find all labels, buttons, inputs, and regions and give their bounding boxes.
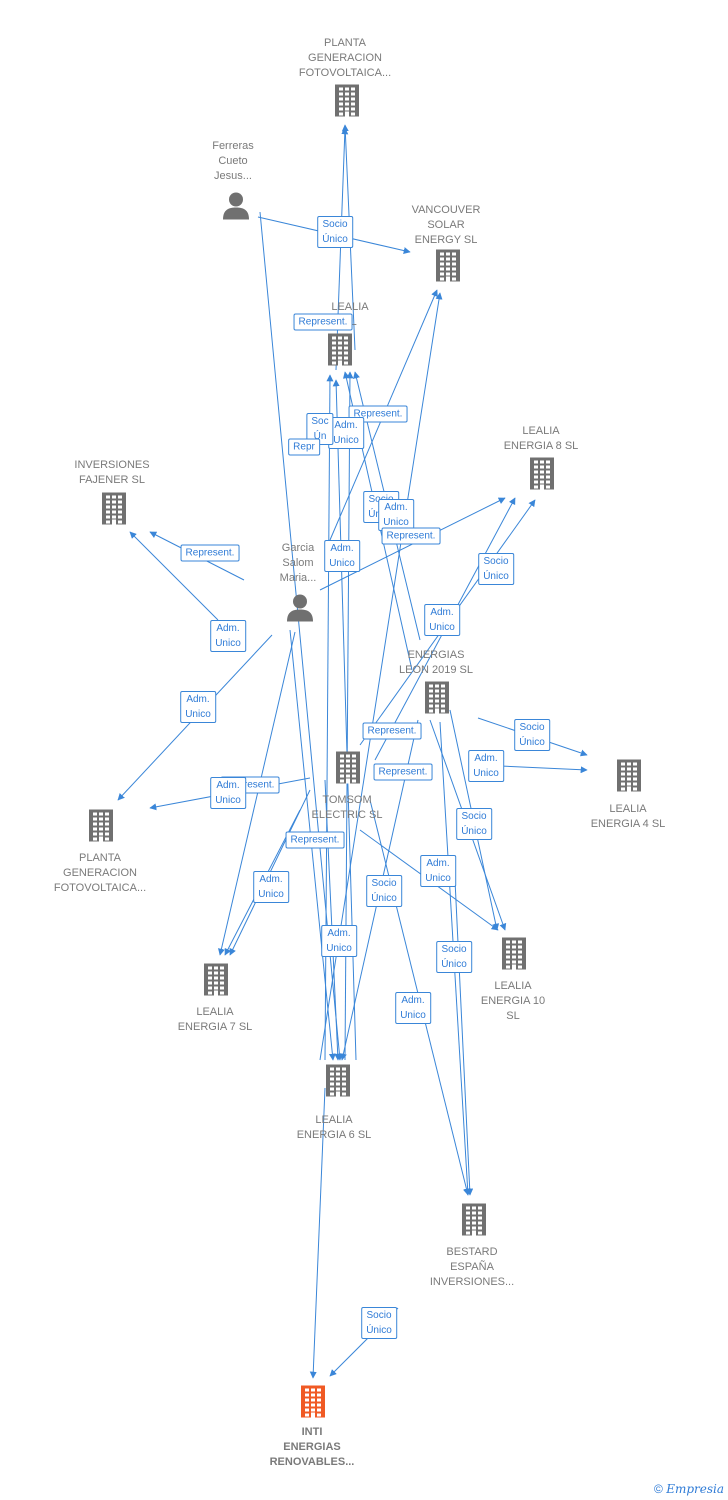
company-building-icon[interactable] <box>459 1203 489 1242</box>
relationship-edge <box>324 374 334 1061</box>
node-label[interactable]: TOMSOM ELECTRIC SL <box>311 794 383 821</box>
relationship-label[interactable]: Represent. <box>285 831 345 849</box>
company-building-icon[interactable] <box>332 84 362 123</box>
relationship-label[interactable]: Socio Único <box>436 941 472 973</box>
relationship-label[interactable]: Socio Único <box>366 875 402 907</box>
relationship-label[interactable]: Adm. Unico <box>210 620 246 652</box>
relationship-edge <box>259 211 343 1061</box>
relationship-edge <box>129 531 219 621</box>
company-building-icon[interactable] <box>333 751 363 790</box>
company-building-icon[interactable] <box>201 963 231 1002</box>
company-building-icon[interactable] <box>527 457 557 496</box>
node-label[interactable]: Garcia Salom Maria... <box>279 542 317 584</box>
relationship-edge <box>324 779 342 1061</box>
company-building-icon[interactable] <box>433 249 463 288</box>
relationship-label[interactable]: Adm. Unico <box>424 604 460 636</box>
relationship-label[interactable]: Repr <box>288 438 320 456</box>
relationship-label[interactable]: Adm. Unico <box>395 992 431 1024</box>
relationship-label[interactable]: Adm. Unico <box>378 499 414 531</box>
node-label[interactable]: LEALIA ENERGIA 7 SL <box>177 1006 253 1033</box>
company-building-icon[interactable] <box>614 759 644 798</box>
relationship-label[interactable]: Socio Único <box>361 1307 397 1339</box>
relationship-label[interactable]: Represent. <box>381 527 441 545</box>
copyright-symbol: © <box>654 1482 663 1496</box>
node-label[interactable]: PLANTA GENERACION FOTOVOLTAICA... <box>298 37 392 79</box>
relationship-label[interactable]: Adm. Unico <box>210 777 246 809</box>
relationship-label[interactable]: Adm. Unico <box>253 871 289 903</box>
relationship-label[interactable]: Socio Único <box>514 719 550 751</box>
relationship-label[interactable]: Socio Único <box>478 553 514 585</box>
person-icon[interactable] <box>285 593 315 628</box>
relationship-label[interactable]: Socio Único <box>456 808 492 840</box>
node-label[interactable]: VANCOUVER SOLAR ENERGY SL <box>411 204 481 246</box>
node-label[interactable]: LEALIA ENERGIA 4 SL <box>590 803 666 830</box>
company-building-icon[interactable] <box>99 492 129 531</box>
relationship-label[interactable]: Represent. <box>362 722 422 740</box>
company-building-icon[interactable] <box>323 1064 353 1103</box>
company-building-icon[interactable] <box>422 681 452 720</box>
company-building-icon[interactable] <box>325 333 355 372</box>
relationship-label[interactable]: Adm. Unico <box>328 417 364 449</box>
relationship-label[interactable]: Represent. <box>293 313 353 331</box>
node-label[interactable]: INTI ENERGIAS RENOVABLES... <box>269 1426 355 1468</box>
relationship-edge <box>309 1087 326 1379</box>
target-company-icon[interactable] <box>298 1385 328 1424</box>
person-icon[interactable] <box>221 191 251 226</box>
company-building-icon[interactable] <box>499 937 529 976</box>
relationship-label[interactable]: Adm. Unico <box>468 750 504 782</box>
relationship-label[interactable]: Adm. Unico <box>324 540 360 572</box>
node-label[interactable]: BESTARD ESPAÑA INVERSIONES... <box>429 1246 515 1288</box>
node-label[interactable]: LEALIA ENERGIA 10 SL <box>480 980 546 1022</box>
node-label[interactable]: Ferreras Cueto Jesus... <box>212 140 254 182</box>
relationship-label[interactable]: Adm. Unico <box>420 855 456 887</box>
node-label[interactable]: PLANTA GENERACION FOTOVOLTAICA... <box>53 852 147 894</box>
brand-name: Empresia <box>666 1482 724 1496</box>
relationship-label[interactable]: Adm. Unico <box>180 691 216 723</box>
relationship-edge <box>218 631 296 956</box>
node-label[interactable]: ENERGIAS LEON 2019 SL <box>399 649 473 676</box>
footer-brand: © Empresia <box>654 1482 724 1496</box>
node-label[interactable]: LEALIA ENERGIA 6 SL <box>296 1114 372 1141</box>
node-label[interactable]: INVERSIONES FAJENER SL <box>74 459 150 486</box>
relationship-edge <box>454 879 474 1196</box>
company-building-icon[interactable] <box>86 809 116 848</box>
relationship-label[interactable]: Socio Único <box>317 216 353 248</box>
relationship-label[interactable]: Represent. <box>373 763 433 781</box>
relationship-label[interactable]: Represent. <box>180 544 240 562</box>
node-label[interactable]: LEALIA ENERGIA 8 SL <box>503 425 579 452</box>
relationship-label[interactable]: Adm. Unico <box>321 925 357 957</box>
